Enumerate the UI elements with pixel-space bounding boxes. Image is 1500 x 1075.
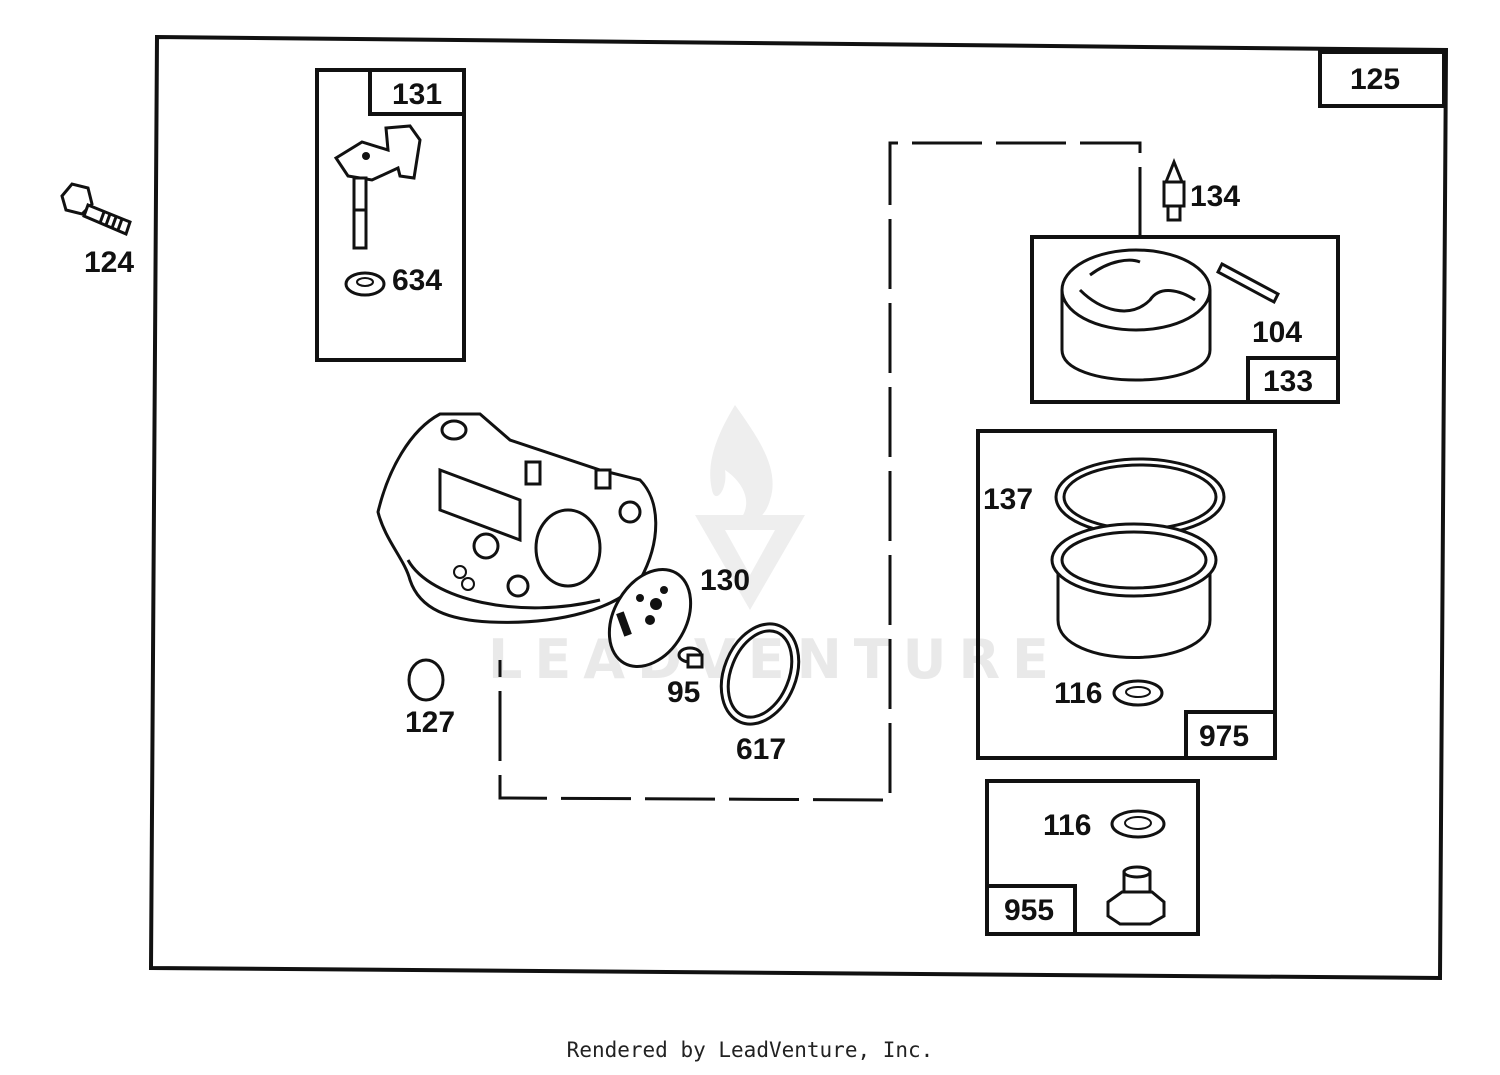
seal-634[interactable] — [344, 271, 386, 297]
part-label-116-a: 116 — [1054, 677, 1102, 710]
part-label-617: 617 — [736, 733, 786, 766]
float-133[interactable] — [1060, 248, 1212, 382]
label-box-133 — [1246, 356, 1340, 404]
float-bowl-975[interactable] — [1050, 522, 1218, 659]
part-label-634: 634 — [392, 264, 442, 297]
kit-box-975 — [976, 429, 1277, 760]
watermark-v-icon — [695, 515, 805, 610]
part-label-95: 95 — [667, 676, 700, 709]
gasket-plate-130[interactable] — [593, 555, 707, 681]
part-label-116-b: 116 — [1043, 809, 1091, 842]
pin-104[interactable] — [1216, 261, 1280, 305]
label-box-125 — [1318, 50, 1446, 108]
bolt-head-icon — [60, 182, 94, 216]
part-label-134: 134 — [1190, 180, 1240, 213]
kit-box-133 — [1030, 235, 1340, 404]
part-label-104: 104 — [1252, 316, 1302, 349]
welch-plug-127[interactable] — [407, 658, 445, 702]
part-label-131: 131 — [392, 78, 442, 111]
choke-shaft-131[interactable] — [333, 124, 422, 250]
choke-lever-icon — [333, 124, 422, 182]
assembly-frame — [148, 34, 1449, 981]
o-ring-617[interactable] — [707, 612, 813, 735]
part-label-137: 137 — [983, 483, 1033, 516]
bowl-nut-955[interactable] — [1106, 865, 1166, 926]
part-label-124: 124 — [84, 246, 134, 279]
leadventure-watermark: LEADVENTURE — [488, 405, 1061, 691]
needle-134[interactable] — [1162, 157, 1186, 222]
part-label-975: 975 — [1199, 720, 1249, 753]
kit-box-955 — [985, 779, 1200, 936]
kit-connector-line — [498, 141, 1142, 802]
part-label-955: 955 — [1004, 894, 1054, 927]
label-box-955 — [985, 884, 1077, 936]
part-label-130: 130 — [700, 564, 750, 597]
label-box-975 — [1184, 710, 1277, 760]
bolt-124[interactable] — [60, 182, 132, 237]
watermark-text: LEADVENTURE — [488, 628, 1061, 691]
carburetor-body[interactable] — [376, 412, 658, 624]
part-label-133: 133 — [1263, 365, 1313, 398]
washer-116-a[interactable] — [1112, 679, 1164, 707]
part-label-127: 127 — [405, 706, 455, 739]
label-box-131 — [368, 68, 466, 116]
part-label-125: 125 — [1350, 63, 1400, 96]
watermark-flame-icon — [710, 405, 773, 524]
rendered-by-footer: Rendered by LeadVenture, Inc. — [566, 1038, 934, 1062]
washer-116-b[interactable] — [1110, 809, 1166, 839]
screw-95[interactable] — [677, 646, 704, 669]
